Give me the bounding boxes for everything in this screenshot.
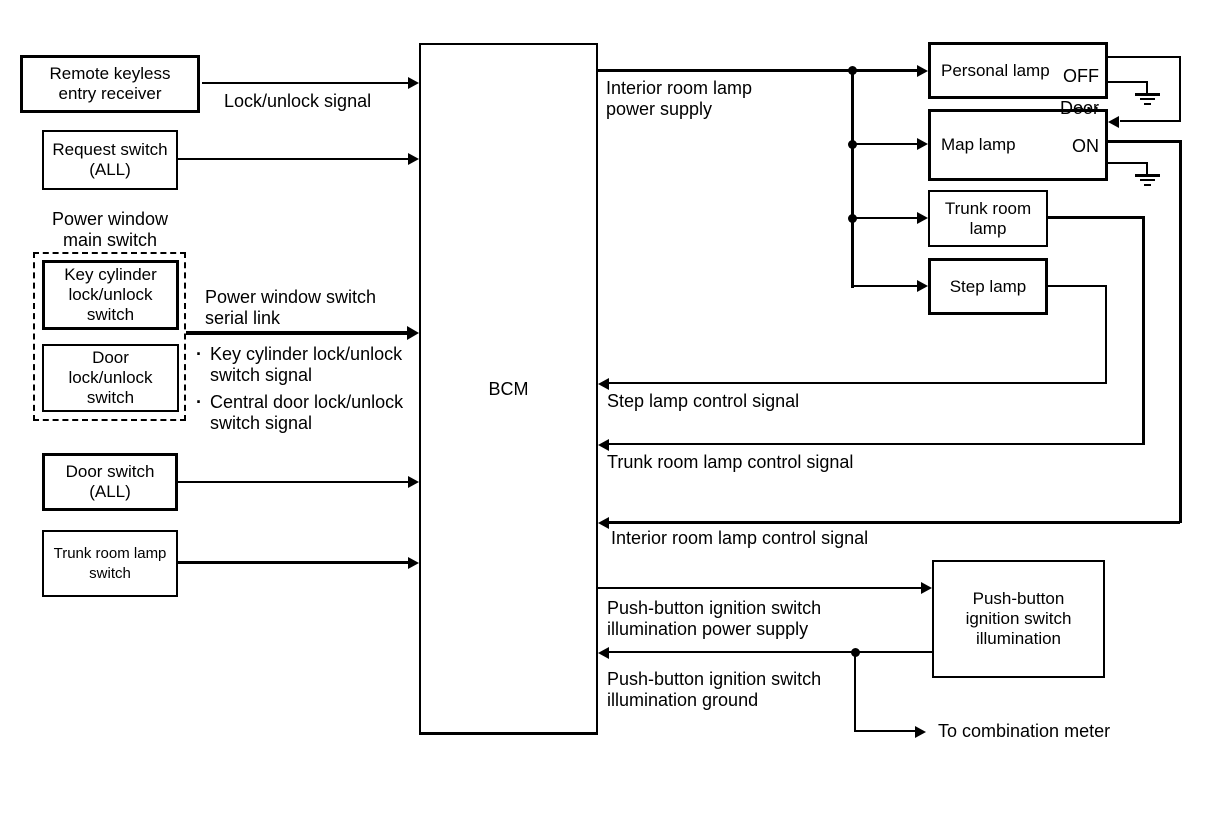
label-trunk-control: Trunk room lamp control signal (607, 452, 854, 472)
node-remote-keyless-receiver: Remote keyless entry receiver (20, 55, 200, 113)
wire-trunk-control (609, 443, 1143, 445)
serial-link-signal-list: · Key cylinder lock/unlock switch signal… (196, 344, 403, 434)
label-key-cylinder-signal: Key cylinder lock/unlock switch signal (210, 344, 403, 385)
label-pw-serial-link: Power window switch serial link (205, 287, 377, 328)
wire-power-bus (851, 69, 854, 288)
wire-personal-off (1108, 56, 1181, 58)
arrowhead-icon (917, 65, 928, 77)
wire-pb-ground (609, 651, 932, 653)
node-door-lock-unlock-switch: Door lock/unlock switch (42, 344, 179, 412)
power-window-main-switch-label: Power window main switch (51, 209, 169, 250)
node-map-lamp: Map lamp Door ON (928, 99, 1108, 181)
bullet-icon: · (196, 344, 202, 364)
node-key-cylinder-lock-unlock-switch: Key cylinder lock/unlock switch (42, 260, 179, 330)
node-trunk-room-lamp: Trunk room lamp (928, 190, 1048, 247)
arrowhead-icon (408, 153, 419, 165)
node-step-lamp: Step lamp (928, 258, 1048, 315)
arrowhead-icon (598, 517, 609, 529)
list-item: · Key cylinder lock/unlock switch signal (196, 344, 403, 386)
wire-request-switch (178, 158, 408, 160)
arrowhead-icon (1108, 116, 1119, 128)
arrowhead-icon (917, 138, 928, 150)
label-interior-control: Interior room lamp control signal (611, 528, 869, 548)
label-pb-ground: Push-button ignition switch illumination… (607, 669, 822, 710)
arrowhead-icon (408, 476, 419, 488)
map-lamp-on-label: ON (1072, 136, 1099, 156)
label-interior-power: Interior room lamp power supply (606, 78, 753, 119)
label-pb-power: Push-button ignition switch illumination… (607, 598, 822, 639)
arrowhead-icon (408, 557, 419, 569)
wire-into-map (1120, 120, 1181, 122)
map-lamp-door-label: Door (1059, 98, 1099, 118)
junction-dot (848, 214, 857, 223)
wire-personal-branch (852, 69, 917, 72)
wire-lock-unlock (202, 82, 408, 84)
arrowhead-icon (917, 280, 928, 292)
node-trunk-room-lamp-switch: Trunk room lamp switch (42, 530, 178, 597)
wire-map-door (1108, 140, 1181, 143)
wire-pb-power (598, 587, 921, 589)
power-window-main-switch-group (33, 252, 186, 421)
wire-trunk-down (1142, 216, 1145, 445)
wire-trunk-out (1048, 216, 1145, 219)
wire-step-down (1105, 285, 1107, 384)
wire-interior-control (609, 521, 1180, 524)
wire-personal-on (1108, 81, 1148, 83)
arrowhead-icon (598, 378, 609, 390)
bullet-icon: · (196, 392, 202, 412)
wire-serial-link (186, 331, 408, 335)
wire-personal-off-down (1179, 56, 1181, 122)
node-bcm: BCM (419, 43, 598, 735)
node-push-button-ignition-illumination: Push-button ignition switch illumination (932, 560, 1105, 678)
node-request-switch: Request switch (ALL) (42, 130, 178, 190)
arrowhead-icon (921, 582, 932, 594)
junction-dot (848, 66, 857, 75)
arrowhead-icon (598, 439, 609, 451)
wire-to-meter-down (854, 651, 856, 731)
label-central-door-signal: Central door lock/unlock switch signal (210, 392, 404, 433)
node-door-switch: Door switch (ALL) (42, 453, 178, 511)
junction-dot (848, 140, 857, 149)
personal-lamp-label: Personal lamp (941, 60, 1050, 80)
wire-step-out (1048, 285, 1107, 287)
label-step-control: Step lamp control signal (607, 391, 800, 411)
wire-interior-control-down (1179, 140, 1182, 523)
arrowhead-icon (915, 726, 926, 738)
wire-door-switch (178, 481, 408, 483)
wire-map-branch (853, 143, 917, 145)
label-to-combination-meter: To combination meter (938, 721, 1111, 741)
map-lamp-label: Map lamp (941, 135, 1016, 154)
list-item: · Central door lock/unlock switch signal (196, 392, 403, 434)
wire-map-on (1108, 162, 1148, 164)
label-lock-unlock-signal: Lock/unlock signal (224, 91, 372, 111)
wire-trunk-lamp-switch (178, 561, 408, 564)
wire-step-branch (852, 285, 917, 287)
arrowhead-icon (408, 77, 419, 89)
arrowhead-icon (407, 326, 419, 340)
personal-lamp-off-label: OFF (1063, 66, 1099, 86)
arrowhead-icon (598, 647, 609, 659)
wire-interior-power (598, 69, 852, 72)
wire-step-control (609, 382, 1107, 384)
wire-trunk-branch (853, 217, 917, 219)
arrowhead-icon (917, 212, 928, 224)
wire-to-meter (854, 730, 915, 732)
